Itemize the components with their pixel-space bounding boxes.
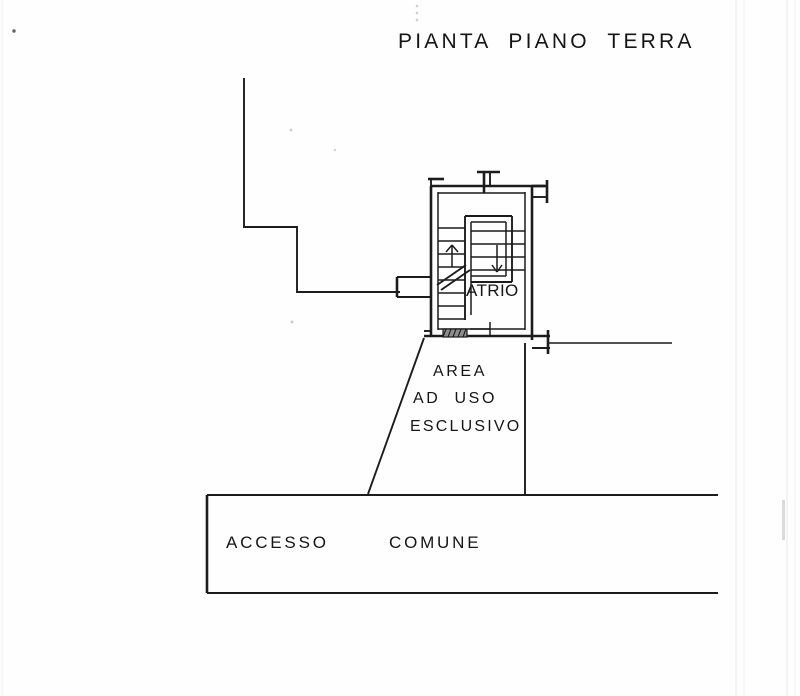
area-esclusivo-boundary [367, 337, 526, 495]
access-label-comune: COMUNE [389, 533, 482, 552]
site-boundary-stepped [243, 78, 400, 293]
access-label-accesso: ACCESSO [226, 533, 329, 552]
wall-stub-left [395, 276, 432, 298]
party-wall-stubs [428, 170, 550, 354]
area-label-line-2: AD USO [413, 390, 497, 407]
stair-flight-left [438, 227, 465, 320]
stair-direction-arrows [445, 244, 503, 273]
staircase [436, 215, 525, 320]
accesso-comune-band [205, 494, 718, 594]
building-outer-walls [424, 184, 545, 340]
stair-break-line [436, 264, 471, 291]
stair-flight-right-upper [471, 230, 506, 271]
page-title: PIANTA PIANO TERRA [398, 30, 695, 53]
stair-flight-right [506, 230, 525, 271]
area-label-line-3: ESCLUSIVO [410, 418, 522, 435]
area-label-line-1: AREA [433, 363, 487, 380]
door-threshold-hatch [424, 322, 491, 338]
room-label-atrio: ATRIO [466, 281, 519, 300]
